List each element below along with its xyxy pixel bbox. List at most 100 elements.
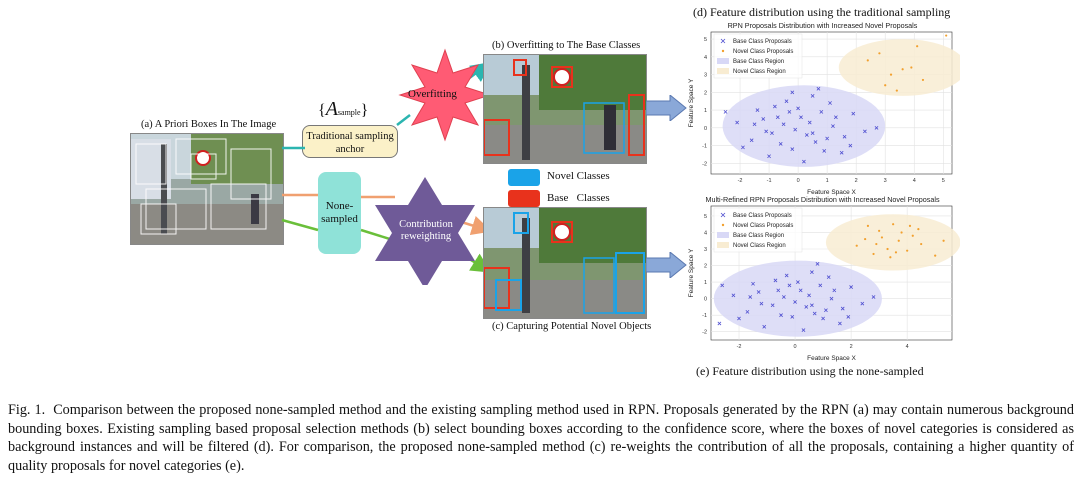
y-tick-label: 4 xyxy=(704,230,707,236)
base-class-point xyxy=(770,303,775,308)
base-class-point xyxy=(752,122,757,127)
legend-novel-region: Novel Class Region xyxy=(733,69,786,75)
novel-class-point xyxy=(892,223,895,226)
base-class-point xyxy=(741,145,745,150)
overfitting-image xyxy=(483,54,647,164)
novel-class-point xyxy=(875,242,878,246)
novel-class-point xyxy=(886,247,889,251)
base-class-point xyxy=(807,293,811,298)
base-class-point xyxy=(842,134,847,139)
y-axis-label: Feature Space Y xyxy=(688,248,695,297)
base-class-point xyxy=(772,104,777,109)
base-class-point xyxy=(761,117,766,121)
base-class-point xyxy=(810,303,814,308)
novel-class-point xyxy=(878,52,881,55)
base-class-point xyxy=(802,159,806,164)
block-arrow-bottom xyxy=(646,252,687,278)
caption-c: (c) Capturing Potential Novel Objects xyxy=(492,321,652,332)
legend-novel-region: Novel Class Region xyxy=(733,243,786,249)
base-class-point xyxy=(755,108,760,112)
x-axis-label: Feature Space X xyxy=(807,189,856,196)
chart-title: RPN Proposals Distribution with Increase… xyxy=(728,21,918,30)
x-tick-label: 0 xyxy=(797,178,800,184)
base-class-point xyxy=(779,313,783,318)
base-class-point xyxy=(829,296,834,301)
a-sample-label: {Asample} xyxy=(318,98,369,120)
traditional-anchor-box: Traditional sampling anchor xyxy=(302,125,398,158)
base-class-point xyxy=(810,94,815,98)
base-class-point xyxy=(863,129,867,134)
base-class-point xyxy=(749,138,754,143)
novel-class-point xyxy=(906,249,909,252)
base-class-point xyxy=(804,305,809,309)
y-tick-label: 1 xyxy=(704,280,707,286)
overfitting-label: Overfitting xyxy=(408,88,457,100)
legend-novel-marker xyxy=(721,49,725,53)
legend-base-marker xyxy=(720,212,726,218)
base-class-point xyxy=(781,122,786,127)
x-tick-label: 1 xyxy=(826,178,829,184)
legend-novel-marker xyxy=(721,223,725,227)
novel-class-point xyxy=(942,239,945,242)
novel-class-point xyxy=(878,229,881,232)
flow-diagram xyxy=(281,48,492,285)
base-class-point xyxy=(745,309,750,314)
base-class-point xyxy=(860,301,865,306)
base-class-point xyxy=(717,321,722,326)
base-class-point xyxy=(759,301,764,306)
caption-d: (d) Feature distribution using the tradi… xyxy=(693,5,951,19)
chart-title: Multi-Refined RPN Proposals Distribution… xyxy=(705,195,939,204)
y-tick-label: -2 xyxy=(702,161,707,167)
base-class-point xyxy=(825,136,830,141)
y-tick-label: 3 xyxy=(704,73,707,79)
block-arrow-top xyxy=(646,95,687,121)
base-class-point xyxy=(848,143,853,148)
novel-classes-swatch xyxy=(508,169,540,186)
street-scene-c xyxy=(484,208,646,318)
base-class-point xyxy=(784,99,789,104)
figure-caption-body: Comparison between the proposed none-sam… xyxy=(8,402,1074,474)
arrow-none-to-contrib-green xyxy=(360,228,394,242)
novel-classes-label: Novel Classes xyxy=(547,170,610,182)
base-class-point xyxy=(751,281,755,286)
priori-boxes-image xyxy=(130,133,284,245)
base-class-point xyxy=(812,311,817,316)
base-class-point xyxy=(756,290,761,294)
x-axis-label: Feature Space X xyxy=(807,355,856,362)
novel-class-point xyxy=(897,239,900,242)
base-class-point xyxy=(851,111,856,116)
base-class-point xyxy=(833,115,838,120)
figure-number: Fig. 1. xyxy=(8,402,46,418)
base-class-point xyxy=(838,321,842,326)
legend-novel-region-swatch xyxy=(717,68,729,74)
base-class-point xyxy=(773,278,778,283)
base-class-point xyxy=(764,129,769,134)
base-class-point xyxy=(832,288,837,293)
base-class-point xyxy=(824,308,828,313)
novel-class-point xyxy=(921,78,925,82)
y-tick-label: -1 xyxy=(702,144,707,150)
contribution-label: Contribution reweighting xyxy=(399,219,453,242)
base-class-region xyxy=(713,260,882,337)
base-classes-swatch xyxy=(508,190,540,207)
x-tick-label: 3 xyxy=(884,178,887,184)
caption-a: (a) A Priori Boxes In The Image xyxy=(141,119,277,130)
novel-class-point xyxy=(884,84,887,87)
x-tick-label: 4 xyxy=(906,344,909,350)
base-class-point xyxy=(790,314,795,319)
legend-base-region: Base Class Region xyxy=(733,59,784,65)
novel-class-point xyxy=(920,242,923,246)
base-class-point xyxy=(798,288,803,293)
base-class-point xyxy=(770,131,774,136)
novel-class-point xyxy=(917,228,920,231)
chart-none-sampled: Multi-Refined RPN Proposals Distribution… xyxy=(688,195,960,362)
none-sampled-box: None-sampled xyxy=(318,172,361,254)
base-class-point xyxy=(775,115,780,120)
novel-class-point xyxy=(889,73,893,76)
base-class-point xyxy=(796,106,800,111)
base-class-point xyxy=(776,288,781,293)
base-class-point xyxy=(813,140,818,144)
base-class-point xyxy=(762,324,767,329)
street-scene-b xyxy=(484,55,646,163)
arrow-anchor-to-overfitting xyxy=(396,114,411,126)
